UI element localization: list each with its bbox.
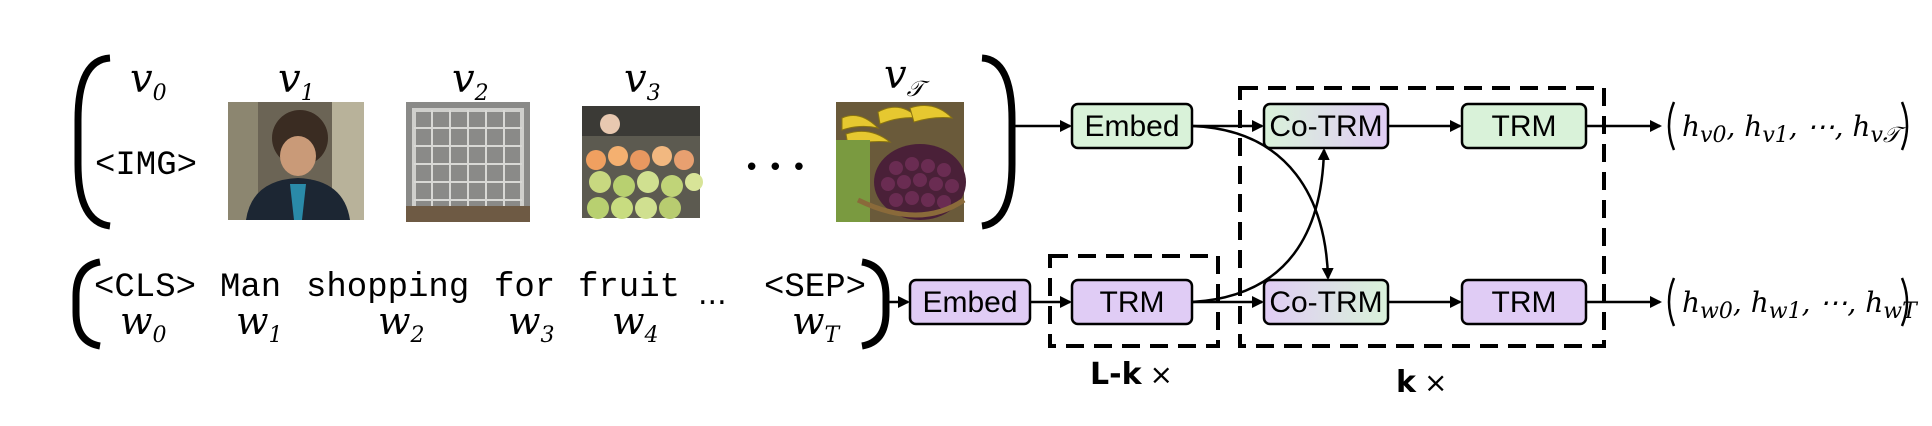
visual-embed-block: Embed xyxy=(1070,102,1194,150)
arrow-text-trm-to-visual-cotrm xyxy=(1191,148,1330,304)
visual-embed-label: Embed xyxy=(1084,110,1179,143)
var-w0: w0 xyxy=(120,299,167,348)
token-fruit: fruit xyxy=(578,269,680,307)
text-right-bracket xyxy=(861,258,890,350)
k-caption: k× xyxy=(1396,365,1447,400)
text-output: hw0, hw1, ⋯, hwT xyxy=(1667,277,1919,327)
visual-right-bracket xyxy=(981,54,1016,230)
img-token: <IMG> xyxy=(95,147,197,185)
visual-left-bracket xyxy=(74,54,111,230)
fruit-basket-image xyxy=(836,102,966,222)
token-for: for xyxy=(494,269,555,307)
text-embed-block: Embed xyxy=(908,278,1032,326)
person-image xyxy=(228,102,364,220)
visual-output: hv0, hv1, ⋯, hv𝒯 xyxy=(1667,101,1909,151)
var-w2: w2 xyxy=(378,299,425,348)
arrow-visual-embed-to-text-cotrm xyxy=(1191,124,1334,280)
visual-input-group: v0 v1 v2 v3 v𝒯 <IMG> xyxy=(74,52,1016,230)
token-ellipsis: ... xyxy=(698,277,727,312)
text-input-group: <CLS> Man shopping for fruit ... <SEP> w… xyxy=(72,258,890,350)
text-trm2-label: TRM xyxy=(1492,286,1557,319)
text-cotrm-block: Co-TRM xyxy=(1262,278,1390,326)
text-output-text: hw0, hw1, ⋯, hwT xyxy=(1682,286,1919,324)
text-embed-label: Embed xyxy=(922,286,1017,319)
fruit-stand-image xyxy=(582,106,703,219)
var-v2: v2 xyxy=(452,56,489,106)
lk-caption: L-k× xyxy=(1090,357,1173,392)
visual-output-text: hv0, hv1, ⋯, hv𝒯 xyxy=(1682,110,1907,148)
visual-trm-label: TRM xyxy=(1492,110,1557,143)
text-trm-block: TRM xyxy=(1070,278,1194,326)
visual-cotrm-label: Co-TRM xyxy=(1269,110,1382,143)
var-v3: v3 xyxy=(624,56,661,106)
token-man: Man xyxy=(220,269,281,307)
flow-arrows xyxy=(888,120,1662,308)
visual-ellipsis: • • • xyxy=(744,153,807,183)
text-left-bracket xyxy=(72,258,101,350)
var-v1: v1 xyxy=(278,56,315,106)
text-trm2-block: TRM xyxy=(1460,278,1588,326)
token-shopping: shopping xyxy=(306,269,469,307)
var-w4: w4 xyxy=(612,299,659,348)
var-vT: v𝒯 xyxy=(884,52,931,102)
text-trm-label: TRM xyxy=(1100,286,1165,319)
var-wT: wT xyxy=(792,299,842,348)
token-cls: <CLS> xyxy=(94,269,196,307)
co-attention-dashed-region xyxy=(1238,86,1606,348)
text-cotrm-label: Co-TRM xyxy=(1269,286,1382,319)
visual-cotrm-block: Co-TRM xyxy=(1262,102,1390,150)
visual-trm-block: TRM xyxy=(1460,102,1588,150)
token-sep: <SEP> xyxy=(764,269,866,307)
crate-image xyxy=(406,102,530,222)
var-v0: v0 xyxy=(130,56,167,106)
var-w1: w1 xyxy=(236,299,283,348)
var-w3: w3 xyxy=(508,299,555,348)
